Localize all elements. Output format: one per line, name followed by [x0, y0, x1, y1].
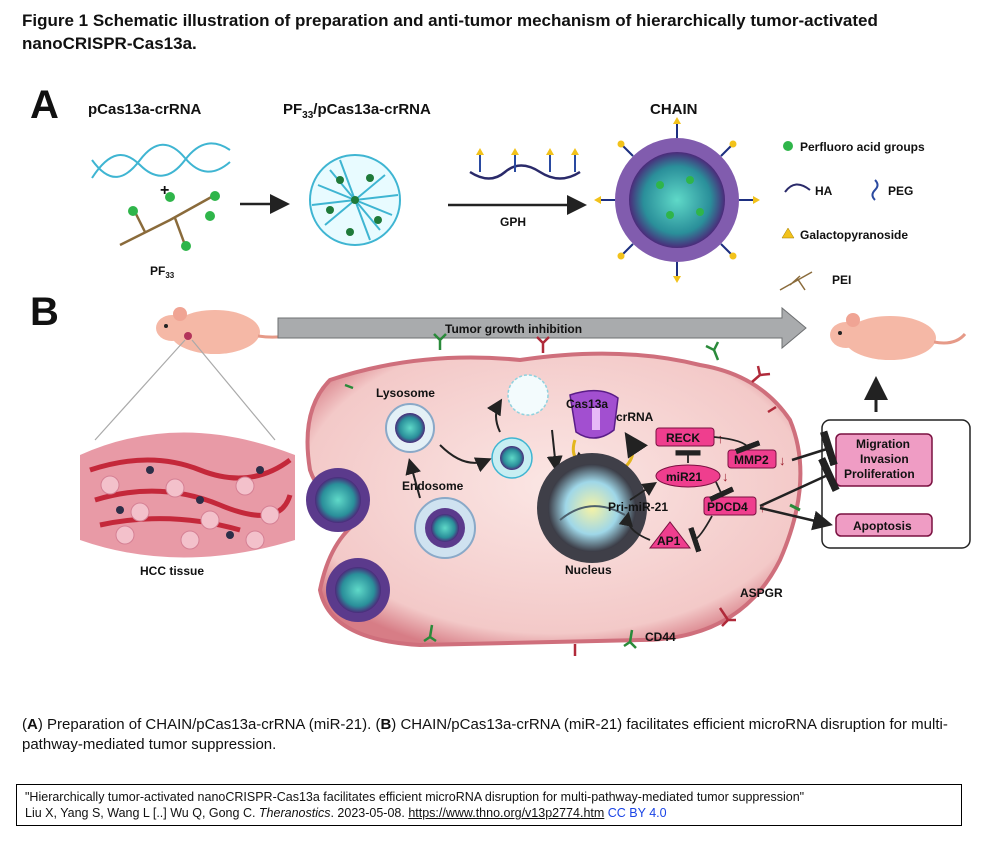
citation-url-link[interactable]: https://www.thno.org/v13p2774.htm — [408, 806, 605, 820]
label-reck: RECK — [666, 431, 700, 445]
mouse-icon-right — [830, 313, 967, 360]
ap1-down-arrow: ↓ — [692, 534, 699, 549]
label-migration: Migration — [856, 437, 910, 451]
legend-ha: HA — [815, 184, 833, 198]
receptor-outcome-icon — [789, 503, 801, 512]
released-complex-icon — [491, 437, 533, 479]
label-pri-mir: Pri-miR-21 — [608, 500, 668, 514]
label-aspgr: ASPGR — [740, 586, 783, 600]
plus-sign: + — [160, 182, 169, 199]
lysosome-icon — [385, 403, 435, 453]
mmp2-down-arrow: ↓ — [779, 453, 786, 468]
license-link[interactable]: CC BY 4.0 — [607, 806, 667, 820]
legend-pei: PEI — [832, 273, 851, 287]
gph-polymer-icon — [469, 148, 581, 180]
cas13a-protein-icon — [569, 389, 619, 439]
label-pf33: PF33 — [150, 264, 175, 280]
label-mmp2: MMP2 — [734, 453, 769, 467]
legend-galacto: Galactopyranoside — [800, 228, 908, 242]
activate-line — [759, 506, 833, 531]
chain-particle-icon — [594, 117, 760, 283]
label-cd44: CD44 — [645, 630, 676, 644]
label-chain: CHAIN — [650, 101, 698, 118]
nucleus-icon — [537, 453, 647, 563]
figure-title: Figure 1 Schematic illustration of prepa… — [22, 11, 878, 53]
label-lysosome: Lysosome — [376, 386, 435, 400]
entering-particle-icon-1 — [306, 468, 370, 532]
endosome-icon — [414, 497, 476, 559]
label-endosome: Endosome — [402, 479, 464, 493]
label-pf-complex: PF33/pCas13a-crRNA — [283, 101, 431, 121]
pf-complex-particle-icon — [309, 154, 401, 246]
citation-line2: Liu X, Yang S, Wang L [..] Wu Q, Gong C.… — [25, 806, 667, 820]
apoptosis-box — [835, 513, 933, 537]
mouse-icon-left — [156, 307, 301, 354]
pei-legend-icon — [779, 271, 813, 291]
perfluoro-legend-icon — [783, 141, 793, 151]
citation-title: "Hierarchically tumor-activated nanoCRIS… — [25, 790, 805, 804]
entering-particle-icon-2 — [326, 558, 390, 622]
label-apoptosis: Apoptosis — [853, 519, 912, 533]
inhibit-line-1 — [791, 430, 838, 467]
receptor-icons — [344, 333, 777, 656]
disassembled-complex-icon — [507, 374, 549, 416]
zoom-lines — [94, 339, 276, 441]
label-ap1: AP1 — [657, 534, 681, 548]
arrow-up-release — [486, 398, 503, 433]
legend: Perfluoro acid groups HA PEG Galactopyra… — [779, 140, 925, 291]
label-invasion: Invasion — [860, 452, 909, 466]
label-crrna: crRNA — [616, 410, 654, 424]
galacto-legend-icon — [781, 227, 795, 239]
label-proliferation: Proliferation — [844, 467, 915, 481]
label-nucleus: Nucleus — [565, 563, 612, 577]
hcc-tissue-icon — [80, 432, 295, 558]
plasmid-helix-icon — [91, 142, 231, 179]
mir21-down-arrow: ↓ — [722, 469, 729, 484]
label-mir21: miR21 — [666, 470, 702, 484]
legend-peg: PEG — [888, 184, 913, 198]
pathway-network: RECK ↑ miR21 ↓ MMP2 ↓ PDCD4 ↑ AP1 ↓ — [618, 427, 786, 553]
arrow-to-nucleus — [546, 429, 563, 472]
citation-box: "Hierarchically tumor-activated nanoCRIS… — [16, 784, 962, 826]
figure-caption: (A) Preparation of CHAIN/pCas13a-crRNA (… — [22, 716, 948, 753]
inhibit-line-2 — [759, 457, 840, 508]
label-pdcd4: PDCD4 — [707, 500, 748, 514]
panel-b-letter: B — [30, 290, 59, 334]
arrow-endo-to-lyso — [405, 458, 421, 499]
label-hcc: HCC tissue — [140, 564, 204, 578]
schematic-figure: A pCas13a-crRNA PF33/pCas13a-crRNA CHAIN… — [30, 83, 971, 656]
ha-legend-icon — [784, 183, 811, 193]
peg-legend-icon — [871, 179, 879, 201]
tumor-inhibition-arrow: Tumor growth inhibition — [277, 306, 807, 350]
mir21-box — [655, 464, 721, 488]
panel-a-letter: A — [30, 83, 59, 127]
pf33-branch-icon — [119, 191, 220, 251]
ap1-box — [648, 521, 692, 549]
label-cas13a: Cas13a — [566, 397, 608, 411]
arrow-lyso-to-release — [439, 444, 492, 473]
label-gph: GPH — [500, 215, 526, 229]
arrow-label: Tumor growth inhibition — [445, 322, 582, 336]
legend-perfluoro: Perfluoro acid groups — [800, 140, 925, 154]
label-plasmid: pCas13a-crRNA — [88, 101, 202, 118]
